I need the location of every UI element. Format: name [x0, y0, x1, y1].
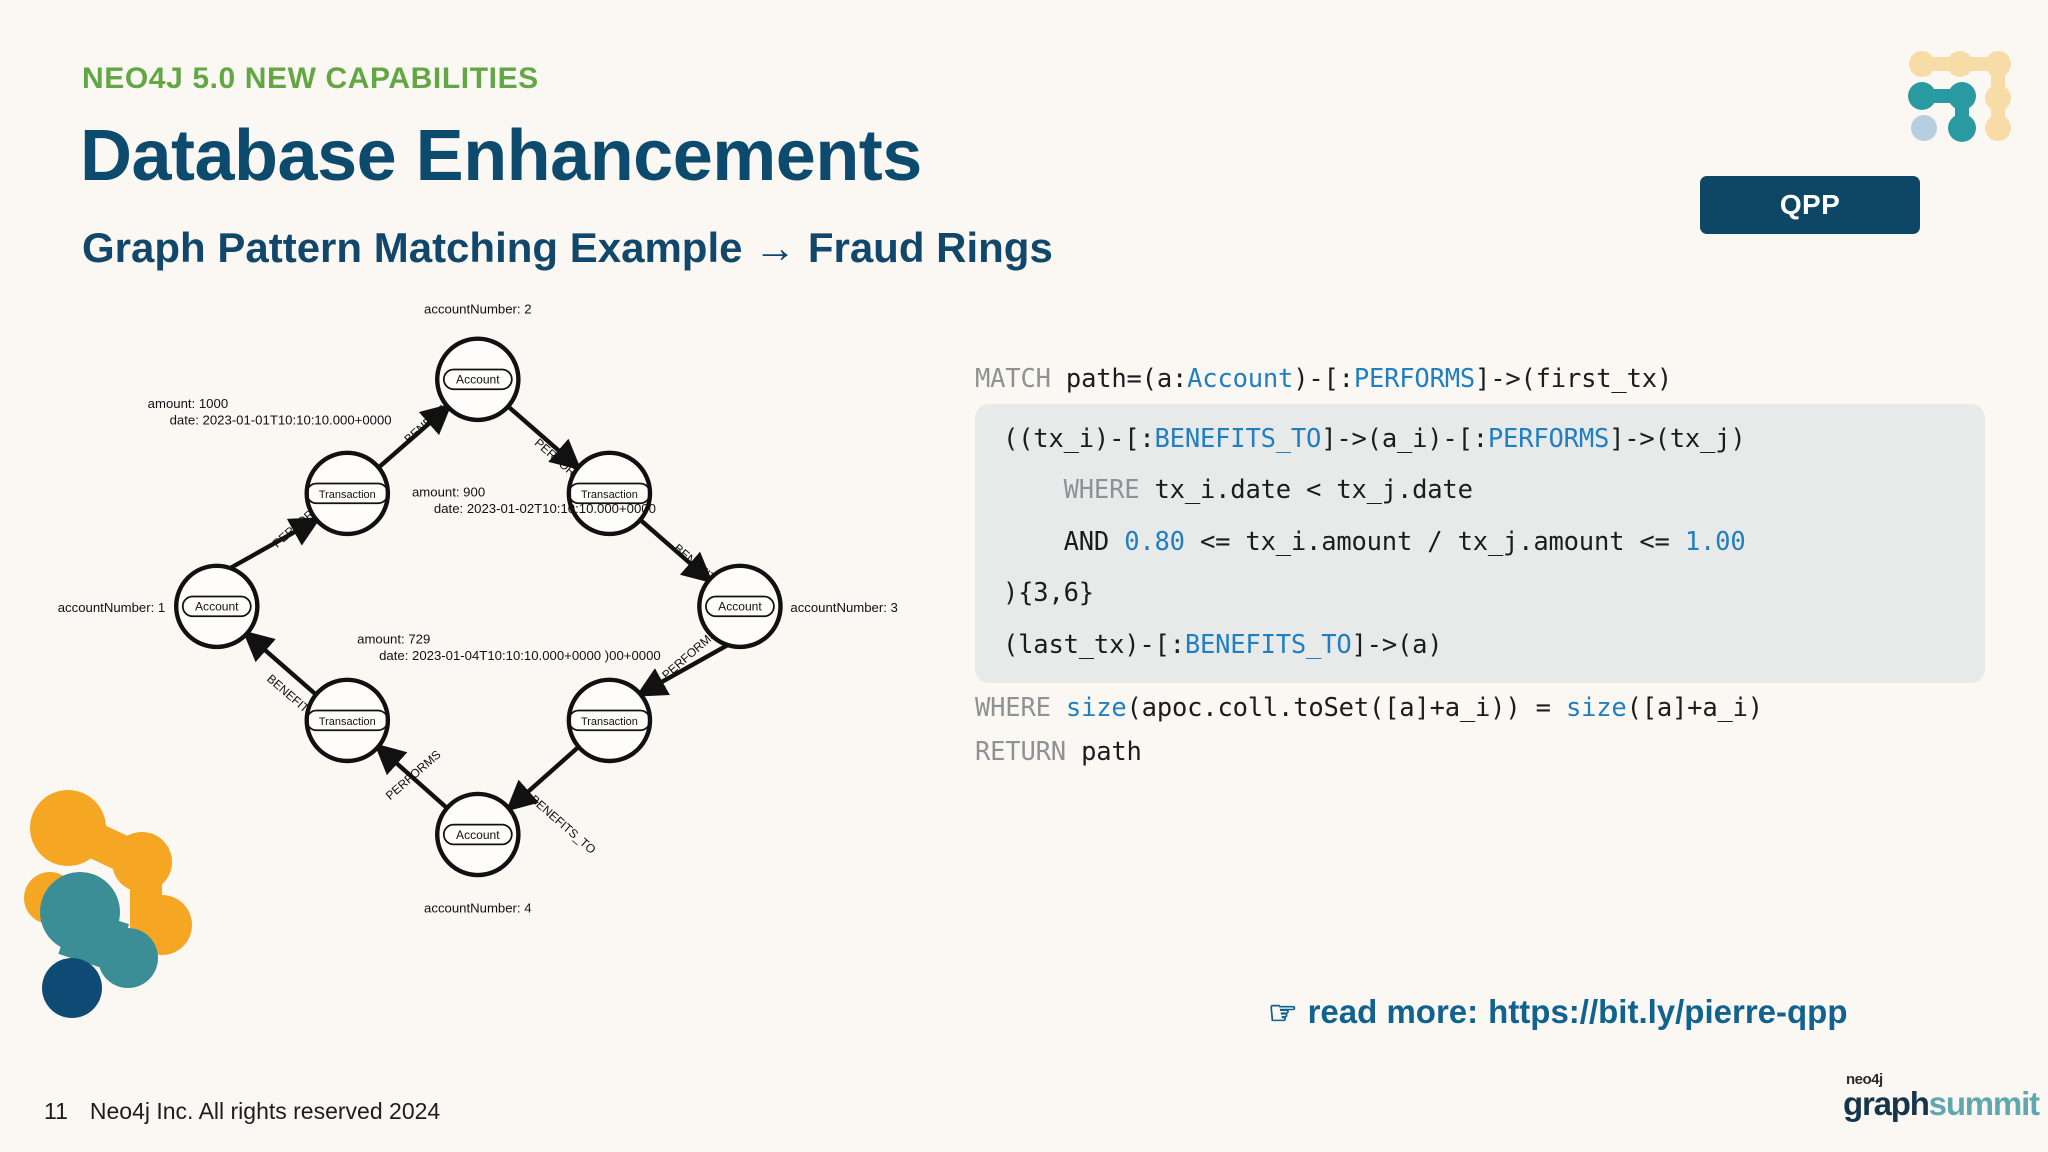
code-token: Account [1187, 364, 1294, 394]
code-line-where-size: WHERE size(apoc.coll.toSet([a]+a_i)) = s… [975, 687, 1985, 731]
code-token: ]->(tx_j) [1609, 423, 1746, 454]
code-line-quantified-pattern: ((tx_i)-[:BENEFITS_TO]->(a_i)-[:PERFORMS… [975, 414, 1985, 466]
node-property-transaction-1-date: date: 2023-01-01T10:10:10.000+0000 [170, 412, 392, 427]
quantified-path-pattern-block: ((tx_i)-[:BENEFITS_TO]->(a_i)-[:PERFORMS… [975, 403, 1985, 683]
neo4j-logo-icon [1900, 38, 2020, 142]
status-badge-qpp: QPP [1700, 176, 1920, 234]
code-token: WHERE [1063, 475, 1140, 505]
code-token [1051, 693, 1066, 723]
node-property-account-3: accountNumber: 3 [790, 600, 898, 615]
graph-node-label: Transaction [581, 716, 638, 728]
code-token: WHERE [975, 693, 1051, 723]
graph-node-transaction-4[interactable]: Transaction [566, 677, 653, 764]
graphsummit-logo-graph: graph [1843, 1085, 1930, 1122]
code-token: MATCH [975, 364, 1051, 394]
code-token: ]->(a_i)-[: [1321, 423, 1488, 454]
graph-node-account-2[interactable]: Account [435, 336, 521, 423]
copyright-text: Neo4j Inc. All rights reserved 2024 [89, 1098, 441, 1124]
graph-node-properties: accountNumber: 2 accountNumber: 1 accoun… [58, 302, 898, 916]
read-more-url[interactable]: https://bit.ly/pierre-qpp [1488, 993, 1848, 1030]
code-token: path [1065, 736, 1142, 767]
graph-node-label: Account [456, 373, 500, 387]
read-more-link[interactable]: ☞ read more: https://bit.ly/pierre-qpp [1268, 993, 1847, 1031]
graph-node-account-3[interactable]: Account [697, 563, 783, 650]
code-token: tx_i.date < tx_j.date [1139, 475, 1473, 505]
graph-svg: BENEFITS_TO PERFORMS BENEFITS_TO PERFORM… [58, 302, 898, 916]
code-token: PERFORMS [1487, 423, 1610, 454]
graph-node-transaction-1[interactable]: Transaction [304, 450, 391, 537]
code-line-and-amount: AND 0.80 <= tx_i.amount / tx_j.amount <=… [975, 517, 1985, 569]
edge-t1-a2 [377, 403, 453, 469]
decorative-graph-icon [10, 790, 240, 1020]
code-token: size [1565, 693, 1627, 723]
code-token: ]->(a) [1351, 629, 1443, 660]
edge-t2-a3 [638, 518, 714, 584]
edge-t3-a1 [242, 630, 317, 696]
edge-a1-t1 [215, 517, 322, 578]
node-property-account-2: accountNumber: 2 [424, 302, 532, 317]
graph-node-label: Transaction [581, 489, 638, 501]
code-token: (last_tx)-[: [1003, 629, 1185, 660]
graphsummit-logo: neo4j graphsummit [1843, 1071, 2040, 1122]
code-token: <= tx_i.amount / tx_j.amount <= [1184, 526, 1685, 557]
page-title: Database Enhancements [80, 116, 922, 196]
read-more-label: read more: [1307, 993, 1479, 1030]
graph-node-transaction-3[interactable]: Transaction [304, 677, 391, 764]
graphsummit-logo-wordmark: graphsummit [1843, 1085, 2040, 1122]
slide-subtitle: Graph Pattern Matching Example → Fraud R… [82, 224, 1053, 271]
code-line-return: RETURN path [975, 731, 1985, 775]
edge-a3-t4 [635, 636, 742, 697]
edge-t4-a4 [505, 745, 581, 812]
edge-a4-t3 [374, 743, 449, 810]
graph-edges [215, 403, 742, 812]
code-token: (apoc.coll.toSet([a]+a_i)) = [1126, 693, 1566, 723]
code-token: BENEFITS_TO [1184, 629, 1352, 660]
code-token [1003, 475, 1064, 505]
code-line-last-tx: (last_tx)-[:BENEFITS_TO]->(a) [975, 620, 1985, 672]
code-line-quantifier: ){3,6} [975, 568, 1985, 620]
cypher-code-area: MATCH path=(a:Account)-[:PERFORMS]->(fir… [975, 358, 1985, 774]
code-token: RETURN [975, 736, 1066, 767]
graphsummit-logo-summit: summit [1928, 1085, 2040, 1122]
code-token: path=(a: [1050, 364, 1188, 394]
node-property-transaction-2-date: date: 2023-01-02T10:10:10.000+0000 [434, 501, 656, 516]
graph-node-label: Account [718, 600, 762, 614]
pointing-hand-icon: ☞ [1268, 993, 1298, 1031]
code-token: 0.80 [1124, 526, 1185, 557]
node-property-account-4: accountNumber: 4 [424, 900, 532, 915]
graph-node-label: Transaction [319, 716, 376, 728]
slide-eyebrow: Neo4j 5.0 New Capabilities [82, 62, 539, 95]
graph-node-label: Transaction [319, 489, 376, 501]
graph-node-account-1[interactable]: Account [174, 563, 260, 650]
edge-a2-t2 [507, 405, 582, 471]
code-line-where-date: WHERE tx_i.date < tx_j.date [975, 465, 1985, 517]
graph-nodes: Account Transaction Transaction [174, 336, 783, 878]
graphsummit-logo-neo4j: neo4j [1846, 1071, 1883, 1088]
node-property-transaction-2-amount: amount: 900 [412, 485, 485, 500]
graph-node-account-4[interactable]: Account [435, 791, 521, 878]
graph-node-transaction-2[interactable]: Transaction [566, 450, 653, 537]
code-line-match: MATCH path=(a:Account)-[:PERFORMS]->(fir… [975, 358, 1985, 402]
node-property-account-1: accountNumber: 1 [58, 600, 165, 615]
code-token: ([a]+a_i) [1626, 693, 1764, 723]
fraud-ring-graph-diagram: BENEFITS_TO PERFORMS BENEFITS_TO PERFORM… [40, 285, 920, 965]
code-token: ){3,6} [1003, 578, 1094, 608]
graph-node-label: Account [195, 600, 239, 614]
slide-footer: 11 Neo4j Inc. All rights reserved 2024 [44, 1098, 440, 1125]
code-token: size [1065, 693, 1127, 723]
code-token: ((tx_i)-[: [1003, 423, 1155, 454]
page-number: 11 [44, 1098, 68, 1124]
code-token: )-[: [1293, 364, 1354, 394]
code-token: AND [1003, 526, 1125, 557]
code-token: 1.00 [1684, 526, 1746, 557]
graph-node-label: Account [456, 828, 500, 842]
code-token: BENEFITS_TO [1154, 423, 1322, 454]
node-property-transaction-1-amount: amount: 1000 [148, 396, 228, 411]
edge-label-benefits-to-3: BENEFITS_TO [527, 792, 598, 856]
code-token: PERFORMS [1353, 364, 1476, 394]
code-token: ]->(first_tx) [1475, 364, 1673, 394]
node-property-transaction-3-amount: amount: 729 [357, 632, 430, 647]
node-property-transaction-3-date: date: 2023-01-04T10:10:10.000+0000 )00+0… [379, 648, 661, 663]
